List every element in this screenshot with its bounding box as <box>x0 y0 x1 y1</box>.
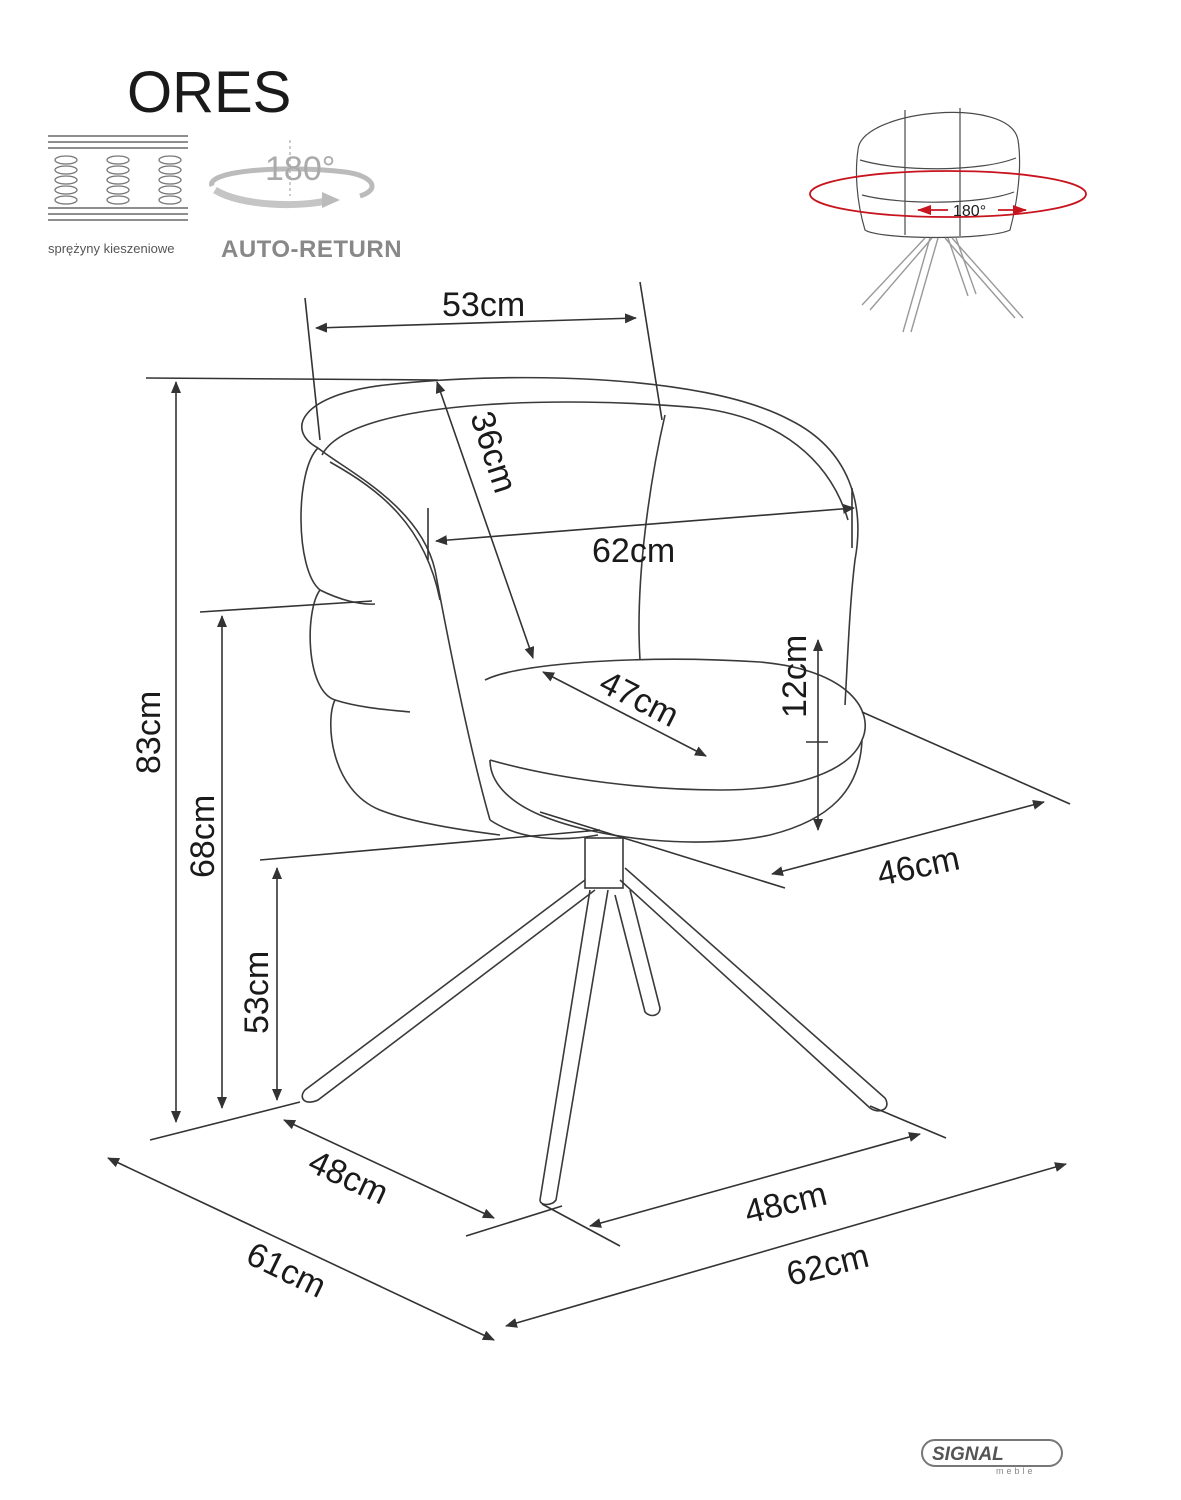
dim-base-width: 48cm <box>741 1175 831 1232</box>
auto-return-rotation-icon <box>209 140 375 209</box>
dim-seat-depth: 46cm <box>874 839 963 893</box>
dim-total-height: 83cm <box>130 691 168 774</box>
chair-outline <box>300 376 888 1206</box>
rotation-diagram-label: 180° <box>953 203 986 220</box>
dim-armrest-height: 12cm <box>776 635 814 718</box>
springs-label: sprężyny kieszeniowe <box>48 241 174 256</box>
dim-total-depth: 61cm <box>240 1235 331 1306</box>
dim-seat-height: 53cm <box>238 951 276 1034</box>
dim-total-width: 62cm <box>783 1237 873 1294</box>
dim-base-depth: 48cm <box>303 1143 394 1213</box>
pocket-springs-icon <box>48 135 188 221</box>
auto-return-label: AUTO-RETURN <box>221 236 402 263</box>
dim-seat-width: 62cm <box>592 532 675 570</box>
dim-backrest-top-width: 53cm <box>442 286 525 324</box>
dim-armrest-floor-height: 68cm <box>184 795 222 878</box>
dim-seat-diagonal: 47cm <box>593 663 684 735</box>
dimension-lines <box>107 281 1071 1341</box>
product-title: ORES <box>127 60 291 125</box>
rotation-degrees-label: 180° <box>265 150 335 188</box>
brand-sub: meble <box>996 1466 1036 1476</box>
rotation-chair-illustration <box>809 108 1087 333</box>
brand-name: SIGNAL <box>932 1444 1004 1465</box>
signal-logo <box>921 1439 1063 1467</box>
